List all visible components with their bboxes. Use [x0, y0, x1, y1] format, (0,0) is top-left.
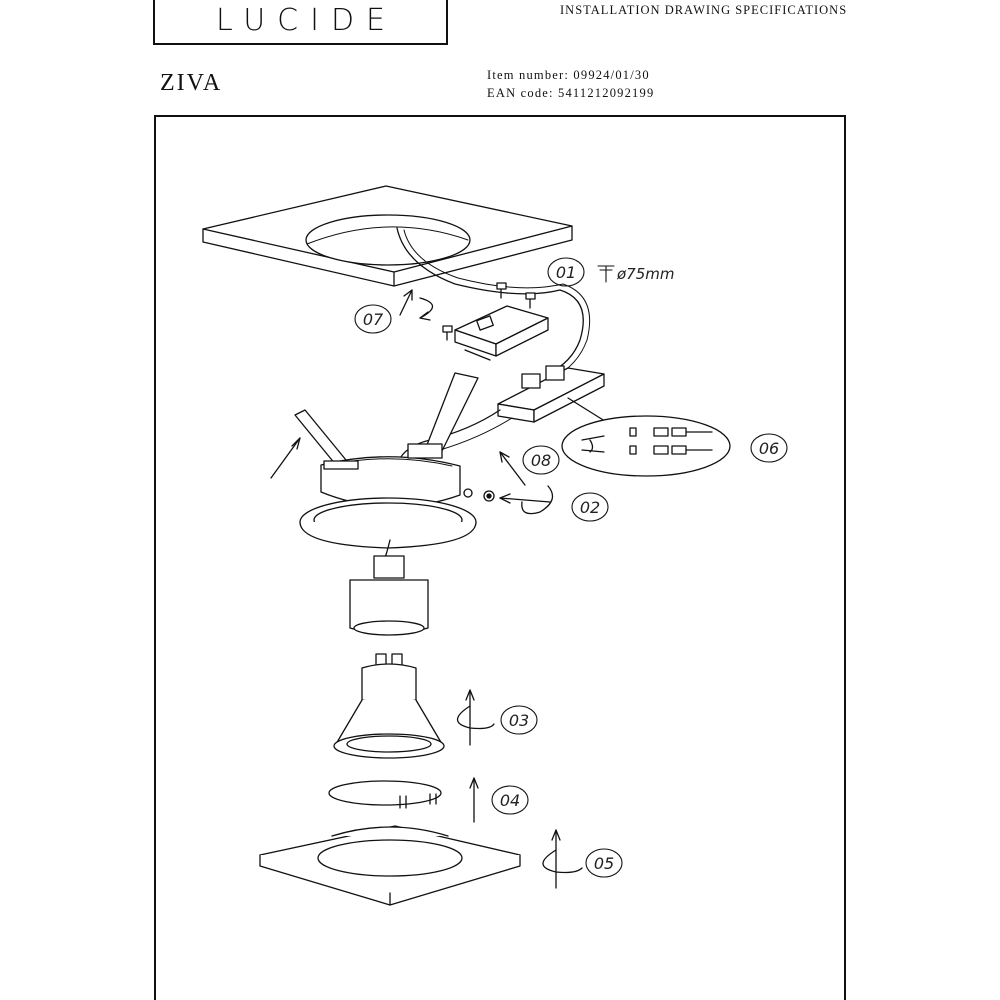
brand-logo-text: LUCIDE — [215, 3, 398, 38]
item-number: Item number: 09924/01/30 — [487, 68, 650, 82]
wiring-detail — [561, 397, 731, 477]
cutout-size-label: ø75mm — [616, 265, 675, 283]
gu10-bulb — [333, 653, 445, 759]
callout-01-label: 01 — [556, 263, 576, 282]
driver-box — [497, 365, 605, 423]
retaining-ring — [328, 780, 442, 809]
ceiling-panel — [202, 185, 573, 287]
ceiling-cutout — [305, 214, 471, 266]
callout-04-label: 04 — [500, 791, 520, 810]
document-title: INSTALLATION DRAWING SPECIFICATIONS — [560, 3, 848, 17]
drawing-frame — [154, 115, 846, 1000]
callout-05-label: 05 — [594, 854, 614, 873]
rotation-arrows — [456, 485, 583, 889]
callout-02-label: 02 — [580, 498, 600, 517]
recessed-housing — [299, 443, 477, 549]
brand-logo: LUCIDE — [153, 0, 448, 45]
lamp-socket — [349, 539, 429, 636]
callout-05 — [585, 848, 623, 878]
cutout-dimension: ø75mm — [597, 265, 675, 283]
callout-06-label: 06 — [759, 439, 779, 458]
mains-cable — [396, 227, 584, 375]
callout-04 — [491, 785, 529, 815]
callout-08-label: 08 — [531, 451, 551, 470]
direction-arrows — [270, 289, 551, 823]
ean-code: EAN code: 5411212092199 — [487, 86, 655, 100]
product-name: ZIVA — [160, 70, 223, 96]
trim-ring — [259, 825, 521, 906]
terminal-block — [454, 305, 549, 361]
callout-03 — [500, 705, 538, 735]
callout-06 — [750, 433, 788, 463]
callout-08 — [522, 445, 560, 475]
set-screw — [463, 488, 495, 502]
callout-07-label: 07 — [363, 310, 384, 329]
callout-02 — [571, 492, 609, 522]
mounting-screws — [442, 282, 536, 341]
drill-icon — [597, 265, 615, 283]
step-callouts: 01 02 03 04 05 06 07 08 — [354, 257, 788, 878]
callout-01 — [547, 257, 585, 287]
callout-03-label: 03 — [509, 711, 529, 730]
spring-clips — [294, 372, 479, 466]
callout-07 — [354, 304, 392, 334]
